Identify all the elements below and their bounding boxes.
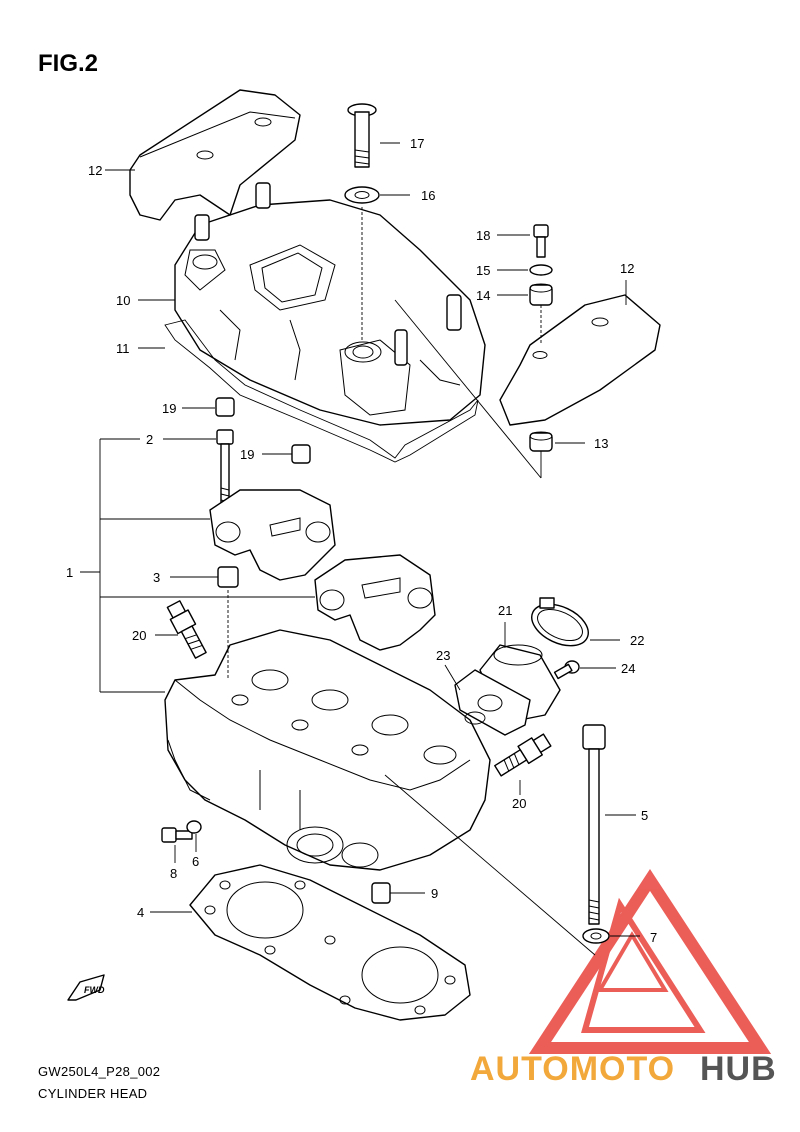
callout-17: 17 [410, 136, 424, 151]
cover-gasket [164, 319, 479, 463]
callout-5: 5 [641, 808, 648, 823]
watermark-logo: AUTOMOTO HUB [470, 1050, 777, 1088]
callout-14: 14 [476, 288, 490, 303]
callout-15: 15 [476, 263, 490, 278]
clamp-22 [531, 597, 589, 647]
dowel-19-lower [291, 444, 311, 464]
callout-21: 21 [498, 603, 512, 618]
watermark-text-automoto: AUTOMOTO [470, 1050, 675, 1088]
callout-4: 4 [137, 905, 144, 920]
callout-20-left: 20 [132, 628, 146, 643]
watermark-triangle [528, 869, 772, 1054]
callout-6: 6 [192, 854, 199, 869]
figure-title: FIG.2 [38, 50, 99, 77]
o-ring-23 [464, 711, 486, 725]
callout-9: 9 [431, 886, 438, 901]
forward-arrow-icon: FWD [67, 974, 105, 1001]
camshaft-holder-lower [314, 554, 436, 651]
cap-13 [529, 431, 553, 452]
bolt-5 [582, 724, 606, 925]
cylinder-head-cover [174, 182, 486, 426]
callout-10: 10 [116, 293, 130, 308]
callout-18: 18 [476, 228, 490, 243]
callout-7: 7 [650, 930, 657, 945]
dowel-9 [371, 882, 391, 904]
spark-plug-20-left [166, 600, 207, 659]
forward-label: FWD [84, 985, 105, 995]
cover-bracket-right [499, 294, 661, 426]
bolt-18 [533, 224, 549, 258]
callout-22: 22 [630, 633, 644, 648]
cover-bracket-left [129, 89, 301, 221]
dowel-3 [217, 566, 239, 588]
callout-1: 1 [66, 565, 73, 580]
callout-13: 13 [594, 436, 608, 451]
bolt-17 [347, 103, 377, 168]
spark-plug-20-right [494, 733, 552, 777]
washer-6 [186, 820, 202, 834]
callout-labels: 12 17 16 18 15 14 12 13 10 11 19 19 2 1 … [66, 136, 657, 945]
callout-19-upper: 19 [162, 401, 176, 416]
screw-24 [553, 660, 580, 680]
callout-12-right: 12 [620, 261, 634, 276]
callout-2: 2 [146, 432, 153, 447]
intake-pipe-21 [454, 644, 561, 736]
cylinder-head-body [164, 629, 491, 871]
bolt-8 [161, 827, 193, 843]
callout-3: 3 [153, 570, 160, 585]
callout-23: 23 [436, 648, 450, 663]
grommet-14 [529, 283, 553, 306]
callout-20-right: 20 [512, 796, 526, 811]
washer-7 [582, 928, 610, 944]
callout-8: 8 [170, 866, 177, 881]
callout-11: 11 [116, 341, 130, 356]
watermark-text-hub: HUB [700, 1050, 777, 1088]
callout-12-left: 12 [88, 163, 102, 178]
callout-24: 24 [621, 661, 635, 676]
camshaft-holder-upper [209, 489, 336, 581]
figure-code: GW250L4_P28_002 [38, 1064, 161, 1079]
head-gasket-4 [189, 864, 471, 1021]
washer-15 [529, 264, 553, 276]
callout-19-lower: 19 [240, 447, 254, 462]
figure-name: CYLINDER HEAD [38, 1086, 148, 1101]
bolt-2 [216, 429, 234, 505]
washer-16 [344, 186, 380, 204]
leader-lines [80, 142, 640, 956]
callout-16: 16 [421, 188, 435, 203]
dowel-19-upper [215, 397, 235, 417]
